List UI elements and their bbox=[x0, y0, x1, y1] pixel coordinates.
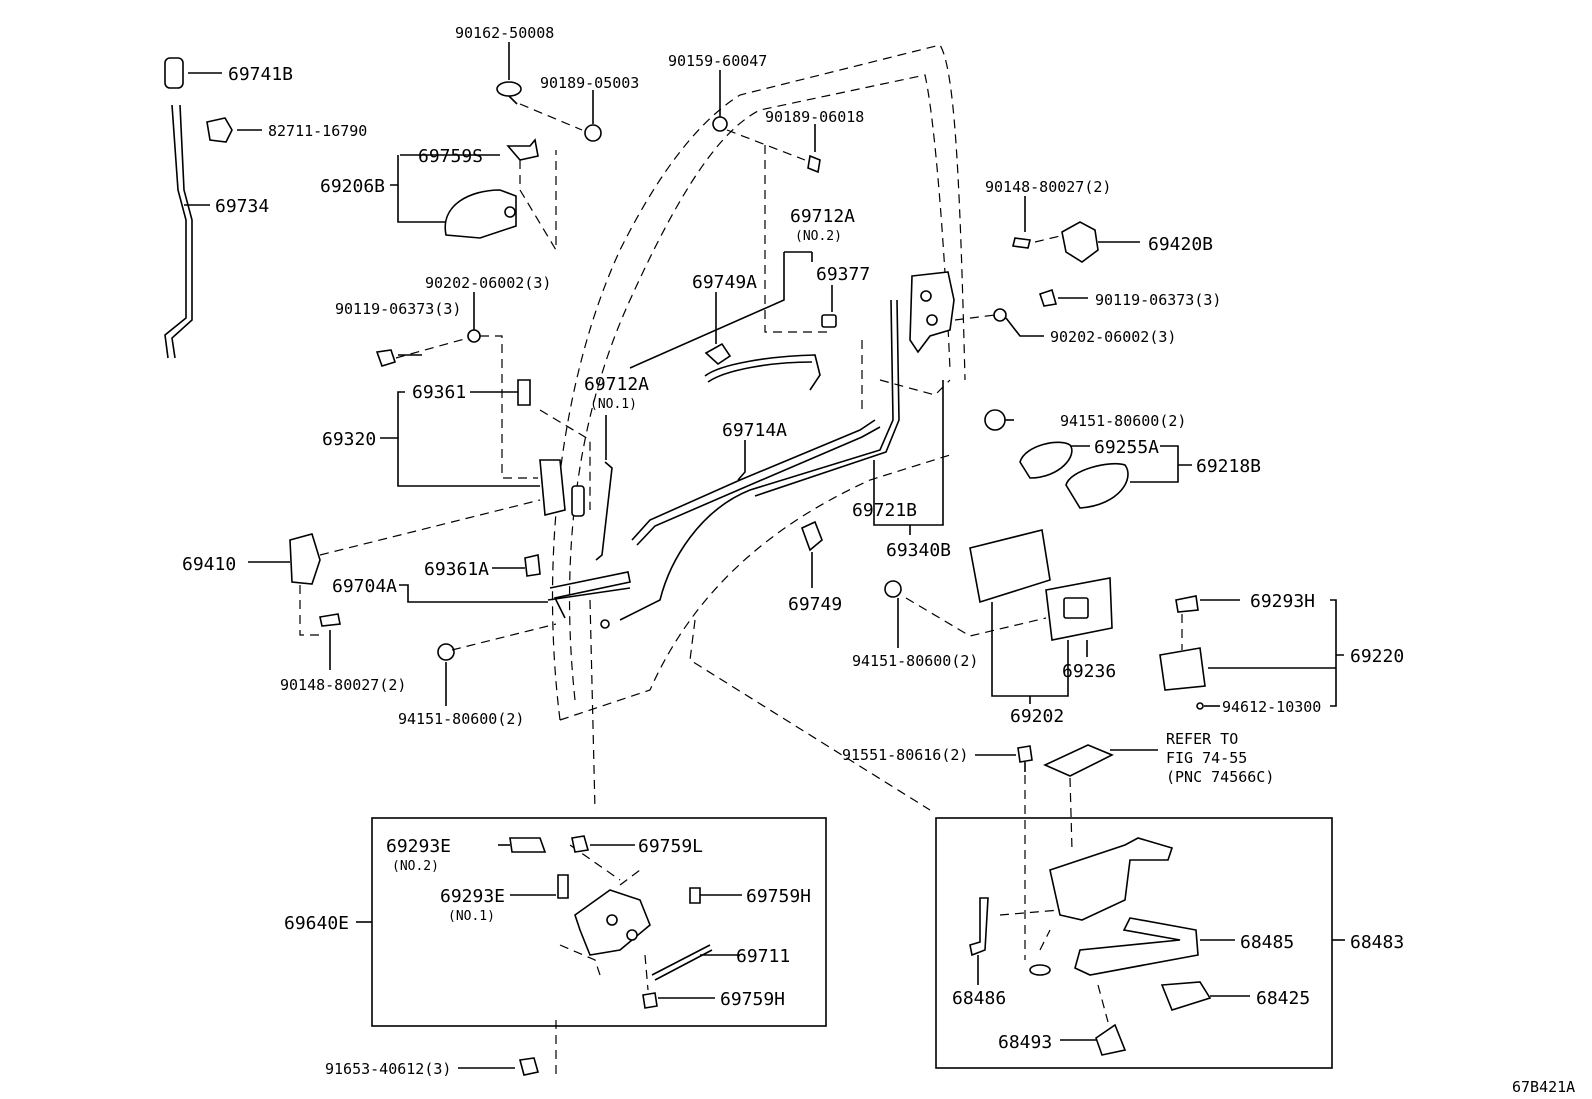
label-90148-80027-left: 90148-80027(2) bbox=[280, 676, 406, 694]
label-69202: 69202 bbox=[1010, 706, 1064, 727]
label-69640E: 69640E bbox=[284, 913, 349, 934]
label-94612-10300: 94612-10300 bbox=[1222, 698, 1321, 716]
label-69293E-no2: 69293E bbox=[386, 836, 451, 857]
label-94151-80600-mid: 94151-80600(2) bbox=[852, 652, 978, 670]
label-69293E-no1-sub: (NO.1) bbox=[448, 909, 495, 924]
refer-note-line-1: REFER TO bbox=[1166, 730, 1238, 748]
label-69712A-no2-sub: (NO.2) bbox=[795, 229, 842, 244]
label-90162-50008: 90162-50008 bbox=[455, 24, 554, 42]
label-94151-80600-bottom: 94151-80600(2) bbox=[398, 710, 524, 728]
label-68425: 68425 bbox=[1256, 988, 1310, 1009]
label-68486: 68486 bbox=[952, 988, 1006, 1009]
label-90189-05003: 90189-05003 bbox=[540, 74, 639, 92]
label-90202-06002-right: 90202-06002(3) bbox=[1050, 328, 1176, 346]
label-69759H-top: 69759H bbox=[746, 886, 811, 907]
label-69220: 69220 bbox=[1350, 646, 1404, 667]
label-82711-16790: 82711-16790 bbox=[268, 122, 367, 140]
label-91551-80616: 91551-80616(2) bbox=[842, 746, 968, 764]
assembly-dashes bbox=[299, 103, 1183, 1080]
label-90189-06018: 90189-06018 bbox=[765, 108, 864, 126]
label-68485: 68485 bbox=[1240, 932, 1294, 953]
label-90148-80027-top: 90148-80027(2) bbox=[985, 178, 1111, 196]
label-69734: 69734 bbox=[215, 196, 269, 217]
leader-lines bbox=[184, 42, 1344, 756]
label-68493: 68493 bbox=[998, 1032, 1052, 1053]
label-69721B: 69721B bbox=[852, 500, 917, 521]
diagram-id: 67B421A bbox=[1512, 1078, 1575, 1096]
label-69420B: 69420B bbox=[1148, 234, 1213, 255]
label-69293E-no1: 69293E bbox=[440, 886, 505, 907]
label-91653-40612: 91653-40612(3) bbox=[325, 1060, 451, 1078]
label-69749A: 69749A bbox=[692, 272, 757, 293]
refer-note: REFER TO FIG 74-55 (PNC 74566C) bbox=[1166, 730, 1274, 786]
label-90119-06373-left: 90119-06373(3) bbox=[335, 300, 461, 318]
label-69320: 69320 bbox=[322, 429, 376, 450]
label-69377: 69377 bbox=[816, 264, 870, 285]
assembly-box-69640E bbox=[356, 817, 827, 1027]
label-69293E-no2-sub: (NO.2) bbox=[392, 859, 439, 874]
label-90159-60047: 90159-60047 bbox=[668, 52, 767, 70]
label-69236: 69236 bbox=[1062, 661, 1116, 682]
label-69714A: 69714A bbox=[722, 420, 787, 441]
label-69712A-no1: 69712A bbox=[584, 374, 649, 395]
label-69255A: 69255A bbox=[1094, 437, 1159, 458]
label-69361A: 69361A bbox=[424, 559, 489, 580]
label-69293H: 69293H bbox=[1250, 591, 1315, 612]
label-68483: 68483 bbox=[1350, 932, 1404, 953]
label-90202-06002-left: 90202-06002(3) bbox=[425, 274, 551, 292]
label-69711: 69711 bbox=[736, 946, 790, 967]
label-90119-06373-right: 90119-06373(3) bbox=[1095, 291, 1221, 309]
refer-note-line-3: (PNC 74566C) bbox=[1166, 768, 1274, 786]
label-69759H-bottom: 69759H bbox=[720, 989, 785, 1010]
label-69759L: 69759L bbox=[638, 836, 703, 857]
label-69206B: 69206B bbox=[320, 176, 385, 197]
refer-note-line-2: FIG 74-55 bbox=[1166, 749, 1247, 767]
label-69361: 69361 bbox=[412, 382, 466, 403]
label-94151-80600-top: 94151-80600(2) bbox=[1060, 412, 1186, 430]
label-69749: 69749 bbox=[788, 594, 842, 615]
label-69712A-no1-sub: (NO.1) bbox=[590, 397, 637, 412]
label-69340B: 69340B bbox=[886, 540, 951, 561]
label-69712A-no2: 69712A bbox=[790, 206, 855, 227]
label-69704A: 69704A bbox=[332, 576, 397, 597]
label-69759S: 69759S bbox=[418, 146, 483, 167]
label-69410: 69410 bbox=[182, 554, 236, 575]
part-labels: 69741B 82711-16790 69734 90162-50008 901… bbox=[182, 24, 1575, 1096]
parts-drawings bbox=[164, 57, 1206, 777]
label-69741B: 69741B bbox=[228, 64, 293, 85]
assembly-box-68483 bbox=[935, 817, 1345, 1069]
leader-91653 bbox=[458, 1057, 540, 1076]
label-69218B: 69218B bbox=[1196, 456, 1261, 477]
